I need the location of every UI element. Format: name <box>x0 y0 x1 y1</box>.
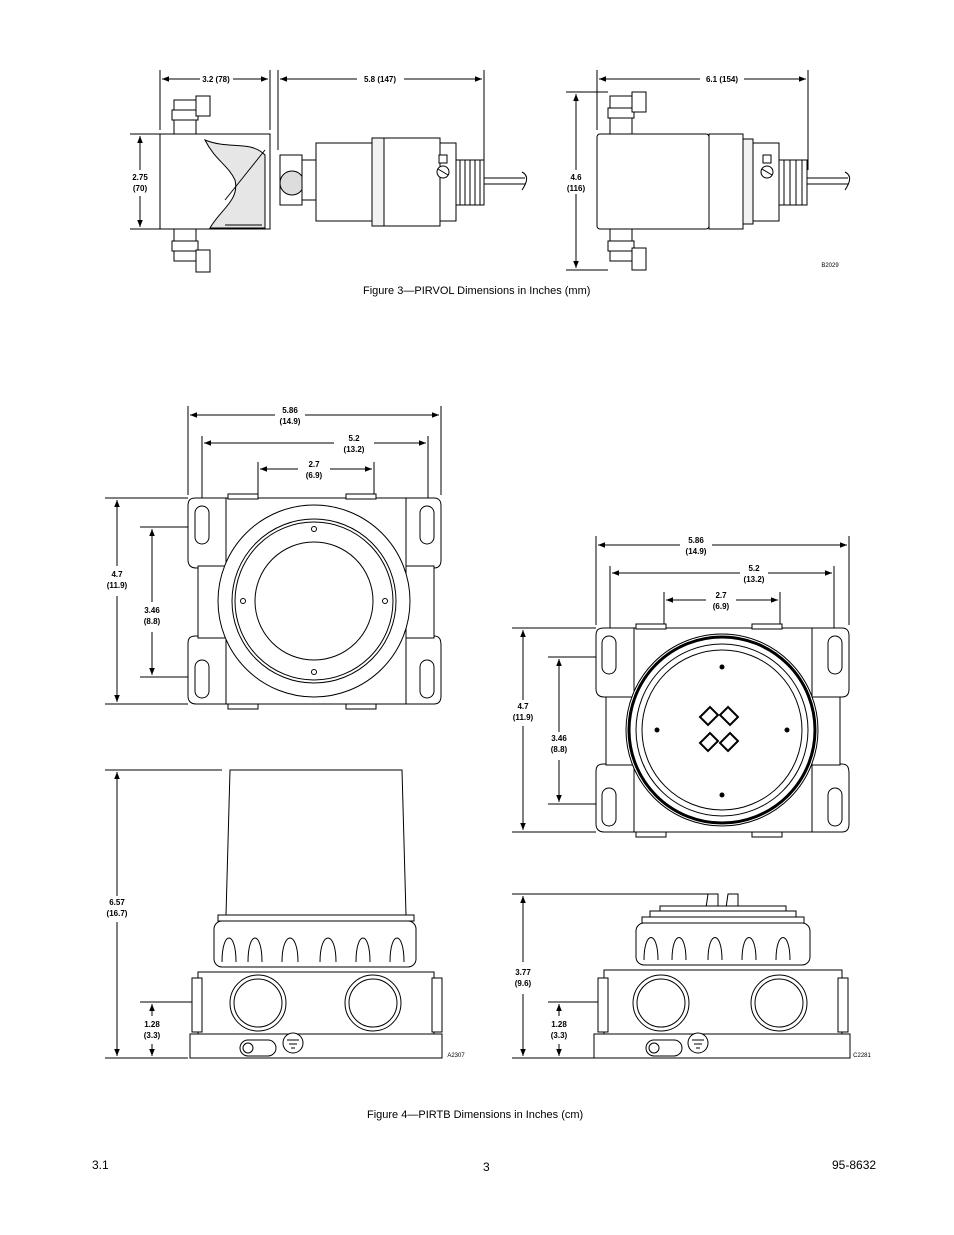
dim-right-total-height-in: 3.77 <box>515 968 531 977</box>
dim-right-overall-width-cm: (14.9) <box>686 547 707 556</box>
figure4-right-side-labels: 3.77 (9.6) 1.28 (3.3) C2281 <box>515 968 872 1059</box>
dim-width-a: 3.2 (78) <box>202 75 230 84</box>
dim-right-base-height-cm: (3.3) <box>551 1031 568 1040</box>
dim-left-overall-height-in: 4.7 <box>111 570 123 579</box>
dim-length: 5.8 (147) <box>364 75 396 84</box>
figure4-right-drawing-code: C2281 <box>853 1053 871 1059</box>
dim-left-overall-height-cm: (11.9) <box>107 581 128 590</box>
figure4-left-top-view <box>105 406 442 710</box>
figure3-drawing <box>130 70 851 273</box>
dim-right-hole-height-cm: (8.8) <box>551 745 568 754</box>
dim-right-hole-width-cm: (13.2) <box>744 575 765 584</box>
dim-left-overall-width-cm: (14.9) <box>280 417 301 426</box>
figure3-dimension-labels: 3.2 (78) 5.8 (147) 2.75 (70) 6.1 (154) 4… <box>132 75 839 269</box>
dim-right-total-height-cm: (9.6) <box>515 979 532 988</box>
dim-right-overall-height-in: 4.7 <box>517 702 529 711</box>
dim-left-hole-height-cm: (8.8) <box>144 617 161 626</box>
dim-left-total-height-cm: (16.7) <box>107 909 128 918</box>
dim-right-hub-width-cm: (6.9) <box>713 602 730 611</box>
page-number: 3 <box>483 1160 490 1174</box>
figure4-right-top-labels: 5.86 (14.9) 5.2 (13.2) 2.7 (6.9) 4.7 (11… <box>513 536 765 754</box>
dim-left-total-height-in: 6.57 <box>109 898 125 907</box>
dim-left-hub-width-cm: (6.9) <box>306 471 323 480</box>
figure3-drawing-code: B2029 <box>821 263 839 269</box>
figure4-left-drawing-code: A2307 <box>447 1053 465 1059</box>
dim-left-hole-width-in: 5.2 <box>348 434 360 443</box>
dim-right-hole-height-in: 3.46 <box>551 734 567 743</box>
dim-right-hub-width-in: 2.7 <box>715 591 727 600</box>
figure4-left-side-labels: 6.57 (16.7) 1.28 (3.3) A2307 <box>107 898 466 1059</box>
figure4-left-top-labels: 5.86 (14.9) 5.2 (13.2) 2.7 (6.9) 4.7 (11… <box>107 406 365 626</box>
document-number: 95-8632 <box>832 1158 877 1172</box>
figure4-right-side-view <box>512 893 851 1059</box>
dim-right-base-height-in: 1.28 <box>551 1020 567 1029</box>
dim-width-b: 6.1 (154) <box>706 75 738 84</box>
dim-left-hole-height-in: 3.46 <box>144 606 160 615</box>
dim-right-overall-height-cm: (11.9) <box>513 713 534 722</box>
figure3-caption: Figure 3—PIRVOL Dimensions in Inches (mm… <box>363 285 591 297</box>
dim-left-hole-width-cm: (13.2) <box>344 445 365 454</box>
dim-left-base-height-in: 1.28 <box>144 1020 160 1029</box>
dim-right-hole-width-in: 5.2 <box>748 564 760 573</box>
figure4-right-top-view <box>512 536 850 838</box>
figure4-caption: Figure 4—PIRTB Dimensions in Inches (cm) <box>367 1109 584 1121</box>
dim-height-a-mm: (70) <box>133 184 148 193</box>
revision-number: 3.1 <box>92 1158 109 1172</box>
figure4-left-side-view <box>105 769 443 1059</box>
dim-height-a-in: 2.75 <box>132 173 148 182</box>
dim-left-base-height-cm: (3.3) <box>144 1031 161 1040</box>
dim-height-b-mm: (116) <box>567 184 586 193</box>
dim-right-overall-width-in: 5.86 <box>688 536 704 545</box>
dim-left-hub-width-in: 2.7 <box>308 460 320 469</box>
dim-left-overall-width-in: 5.86 <box>282 406 298 415</box>
dim-height-b-in: 4.6 <box>570 173 582 182</box>
